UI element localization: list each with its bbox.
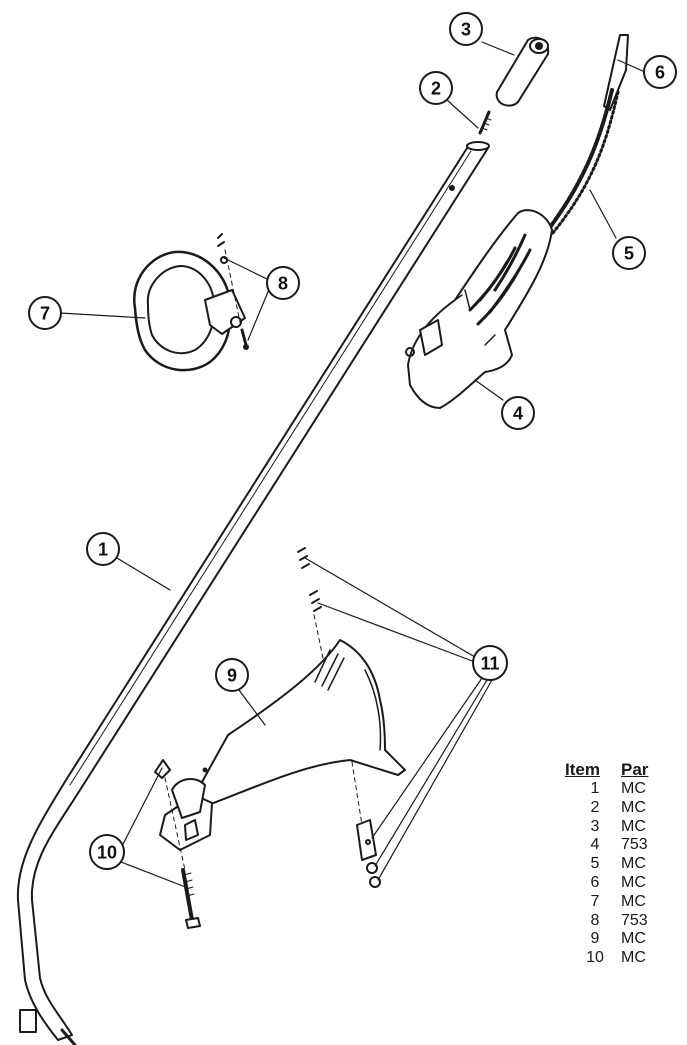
- callout-6: 6: [643, 55, 677, 89]
- callout-8: 8: [266, 266, 300, 300]
- row-item: 7: [590, 892, 600, 910]
- part-1-shaft: [16, 141, 490, 1045]
- row-part: MC: [621, 892, 646, 910]
- part-7-ring: [132, 250, 246, 372]
- callout-3: 3: [449, 12, 483, 46]
- part-9-guard: [159, 639, 406, 851]
- callouts: 3 2 6 5 4 7 8 1: [28, 12, 677, 870]
- row-part: MC: [621, 873, 646, 891]
- part-4-handle: [405, 209, 553, 409]
- row-item: 4: [590, 836, 600, 854]
- callout-4: 4: [501, 396, 535, 430]
- callout-2: 2: [419, 71, 453, 105]
- callout-7-label: 7: [40, 304, 50, 324]
- table-row: 2 MC: [565, 799, 687, 818]
- callout-2-label: 2: [431, 79, 441, 99]
- header-part: Par: [621, 760, 649, 779]
- callout-7: 7: [28, 296, 62, 330]
- row-part: MC: [621, 780, 646, 797]
- table-row: 6 MC: [565, 874, 687, 893]
- callout-1: 1: [86, 532, 120, 566]
- parts-table-header: Item Par: [565, 760, 687, 780]
- callout-8-label: 8: [278, 274, 288, 294]
- leader-lines: [59, 41, 646, 889]
- callout-5-label: 5: [624, 244, 634, 264]
- header-item: Item: [565, 760, 600, 779]
- table-row: 4 753: [565, 836, 687, 855]
- part-8-fasteners: [217, 233, 249, 350]
- callout-5: 5: [612, 236, 646, 270]
- row-item: 1: [590, 780, 600, 797]
- row-item: 3: [590, 817, 600, 835]
- callout-10: 10: [89, 834, 125, 870]
- parts-table: Item Par 1 MC 2 MC 3 MC 4 753 5 MC 6 MC …: [565, 760, 687, 968]
- row-part: MC: [621, 855, 646, 873]
- row-part: MC: [621, 949, 646, 967]
- row-part: 753: [621, 911, 648, 929]
- callout-6-label: 6: [655, 63, 665, 83]
- part-2-pin: [478, 110, 492, 135]
- callout-9: 9: [215, 658, 249, 692]
- part-10-bolt-nut: [154, 759, 201, 929]
- table-row: 3 MC: [565, 818, 687, 837]
- callout-4-label: 4: [513, 404, 523, 424]
- table-row: 8 753: [565, 912, 687, 931]
- row-item: 2: [590, 798, 600, 816]
- part-3-sleeve: [495, 36, 550, 107]
- table-row: 10 MC: [565, 949, 687, 968]
- row-part: 753: [621, 836, 648, 854]
- table-row: 9 MC: [565, 930, 687, 949]
- row-part: MC: [621, 930, 646, 948]
- callout-11-label: 11: [480, 654, 499, 674]
- row-item: 10: [586, 949, 604, 967]
- table-row: 5 MC: [565, 855, 687, 874]
- row-item: 6: [590, 873, 600, 891]
- callout-3-label: 3: [461, 20, 471, 40]
- row-item: 9: [590, 930, 600, 948]
- part-5-cable: [546, 88, 620, 236]
- callout-10-label: 10: [97, 843, 117, 863]
- callout-1-label: 1: [98, 540, 108, 560]
- row-item: 8: [590, 911, 600, 929]
- callout-11: 11: [472, 645, 508, 681]
- row-part: MC: [621, 817, 646, 835]
- part-11-hardware: [297, 547, 381, 888]
- table-row: 1 MC: [565, 780, 687, 799]
- table-row: 7 MC: [565, 893, 687, 912]
- callout-9-label: 9: [227, 666, 237, 686]
- row-part: MC: [621, 798, 646, 816]
- row-item: 5: [590, 855, 600, 873]
